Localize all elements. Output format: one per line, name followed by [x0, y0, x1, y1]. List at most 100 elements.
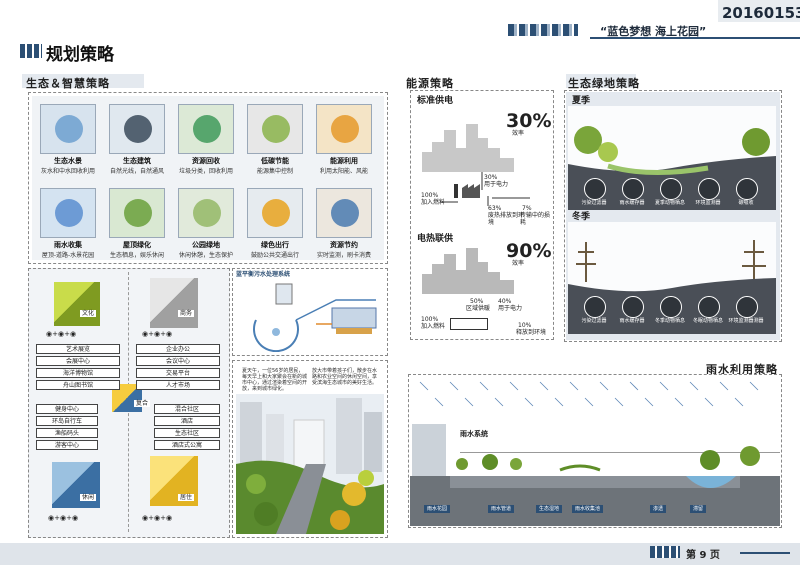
chp-eff-label: 效率 [512, 260, 525, 267]
chp-efficiency: 90% [506, 240, 552, 262]
eco-function-icon [660, 296, 682, 318]
business-items-item: 企业办公 [136, 344, 220, 354]
grid-title: 标准供电 [417, 96, 454, 106]
rain-tag: 雨水花园 [424, 505, 451, 513]
living-items-item: 混合社区 [154, 404, 220, 414]
living-items-item: 酒店 [154, 416, 220, 426]
park-icon-glyph [193, 199, 221, 227]
page-number: 第 9 页 [686, 550, 720, 561]
tile-label: 绿色出行 [261, 241, 289, 249]
rain-tag: 生态湿地 [536, 505, 563, 513]
tile-label: 公园绿地 [192, 241, 220, 249]
green-ribbon [566, 74, 636, 88]
tile-label: 能源利用 [330, 157, 358, 165]
train-icon [247, 188, 303, 238]
footer-stripes [650, 546, 680, 558]
eco-function-label: 雨水缓存器 [619, 318, 645, 324]
grid-eff-label: 效率 [512, 130, 525, 137]
meter-icon [316, 188, 372, 238]
tile-desc: 屋顶-道路-水景花园 [41, 252, 95, 259]
eco-function-label: 雨水缓存器 [619, 200, 645, 206]
leisure-items-item: 健身中心 [36, 404, 98, 414]
meter-icon-glyph [331, 199, 359, 227]
eco-function-icon [584, 178, 606, 200]
eco-function-label: 碳吸收 [738, 200, 754, 206]
living-label: 居住 [178, 494, 195, 501]
green-panel [564, 90, 782, 342]
eco-function-icon [622, 296, 644, 318]
culture-items-item: 海洋博物馆 [36, 368, 120, 378]
render-note-right: 放大市带着孩子们，散步在水路和农业空间的休闲空间，享受滨海生态城市的美好生活。 [312, 368, 378, 386]
rain-tag: 滞留 [690, 505, 707, 513]
recycle-icon [178, 104, 234, 154]
solar-energy-icon [316, 104, 372, 154]
rain-collection-icon [40, 188, 96, 238]
eco-function-icon [660, 178, 682, 200]
water-feature-icon [40, 104, 96, 154]
wastewater-title: 蓝平衡污水处理系统 [236, 271, 291, 278]
eco-function-icon [698, 296, 720, 318]
grid-power-pct: 30% [484, 174, 498, 181]
park-icon [178, 188, 234, 238]
eco-function-icon [736, 296, 758, 318]
eco-panel [28, 92, 388, 264]
energy-title: 能源策略 [406, 77, 454, 90]
tile-desc: 实时监测，刷卡消费 [316, 252, 371, 259]
tile-desc: 垃圾分类，回收利用 [178, 168, 233, 175]
eco-function-label: 环境监测器 [695, 200, 721, 206]
motto: “蓝色梦想 海上花园” [600, 25, 707, 38]
living-items-item: 酒店式公寓 [154, 440, 220, 450]
living-items-item: 生态社区 [154, 428, 220, 438]
eco-function-icon [736, 178, 758, 200]
culture-items-item: 艺术展览 [36, 344, 120, 354]
chp-heat-label: 区域供暖 [466, 305, 491, 312]
leisure-items-item: 环岛自行车 [36, 416, 98, 426]
train-icon-glyph [262, 199, 290, 227]
grid-city-silhouette [422, 124, 514, 172]
eco-ribbon [22, 74, 144, 88]
eco-function-icon [622, 178, 644, 200]
eco-function-label: 冬季动物栖息 [654, 318, 685, 324]
header-code-box [718, 0, 800, 22]
leisure-items-item: 游客中心 [36, 440, 98, 450]
chp-release-pct: 10% [518, 322, 532, 329]
business-icons: ◉+◉+◉ [142, 330, 173, 338]
eco-function-icon [584, 296, 606, 318]
chp-release-label: 释放到环境 [516, 329, 547, 336]
tile-desc: 自然光线，自然通风 [109, 168, 164, 175]
battery-icon-glyph [262, 115, 290, 143]
recycle-icon-glyph [193, 115, 221, 143]
footer-band [0, 543, 800, 565]
chp-in-label: 加入燃料 [421, 323, 446, 330]
eco-function-icon [698, 178, 720, 200]
rain-tag: 渗透 [650, 505, 667, 513]
grid-in-label: 加入燃料 [421, 199, 446, 206]
title-stripes [20, 44, 42, 58]
rain-diagram [410, 381, 780, 526]
eco-function-label: 夏季动物栖息 [654, 200, 685, 206]
tile-desc: 鼓励公共交通出行 [250, 252, 299, 259]
business-cube [150, 278, 198, 328]
green-building-icon [109, 104, 165, 154]
grid-flow-arrows [440, 172, 530, 206]
leisure-label: 休闲 [80, 494, 97, 501]
energy-panel [410, 90, 554, 340]
grid-power-label: 用于电力 [484, 181, 509, 188]
tile-desc: 灰水和中水回收利用 [40, 168, 95, 175]
leisure-items-item: 渔船码头 [36, 428, 98, 438]
tile-label: 屋顶绿化 [123, 241, 151, 249]
culture-icons: ◉+◉+◉ [46, 330, 77, 338]
business-items-item: 会议中心 [136, 356, 220, 366]
rain-tag: 雨水收集池 [572, 505, 604, 513]
grid-in-pct: 100% [421, 192, 439, 199]
eco-function-label: 冬眠动物栖息 [692, 318, 723, 324]
leisure-icons: ◉+◉+◉ [48, 514, 79, 522]
leisure-cube [52, 462, 100, 508]
tile-desc: 休闲休憩，生态保护 [178, 252, 233, 259]
battery-icon [247, 104, 303, 154]
roof-greening-icon [109, 188, 165, 238]
eco-title: 生态＆智慧策略 [26, 77, 110, 90]
header-rule [590, 37, 800, 39]
chp-in-pct: 100% [421, 316, 439, 323]
wastewater-diagram [253, 283, 377, 352]
